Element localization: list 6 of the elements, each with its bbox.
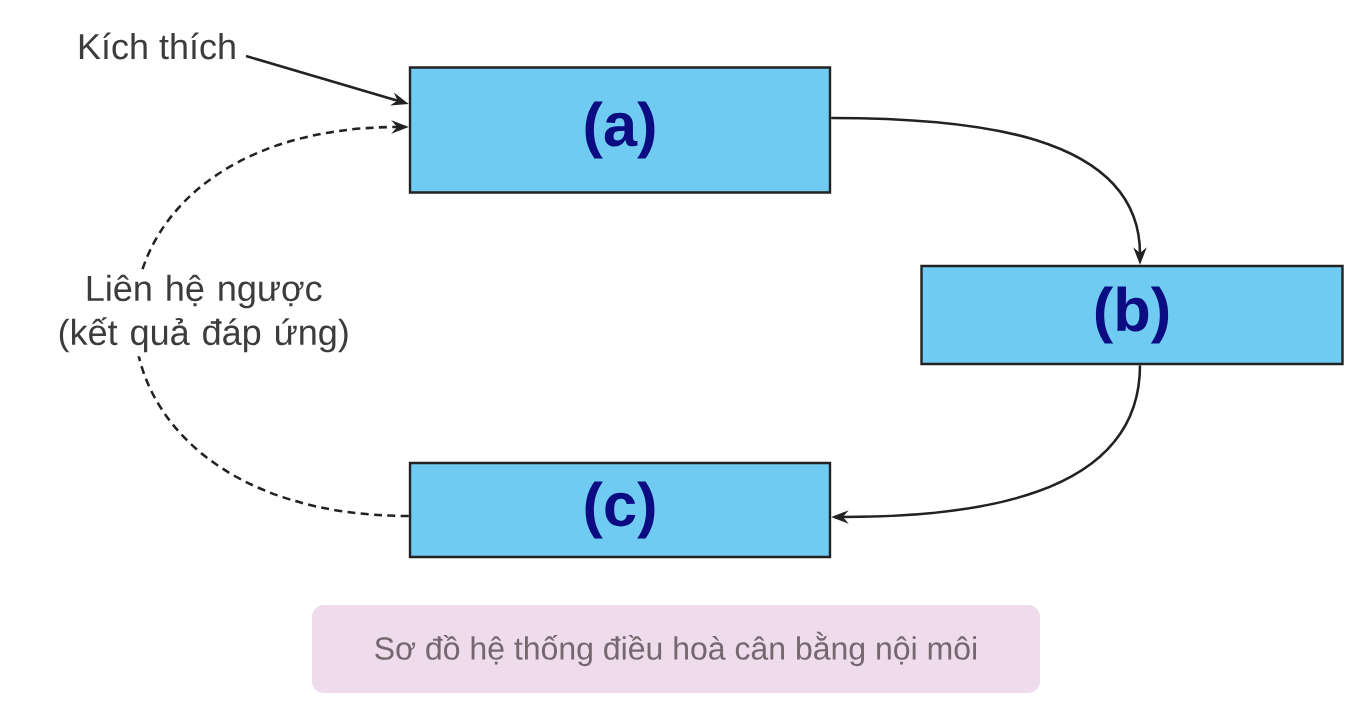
edge-label: Liên hệ ngược (kết quả đáp ứng) xyxy=(51,270,356,357)
process-box: (c) xyxy=(408,461,832,559)
process-box: (b) xyxy=(920,264,1344,366)
process-box: (a) xyxy=(408,66,832,194)
caption-box: Sơ đồ hệ thống điều hoà cân bằng nội môi xyxy=(312,605,1040,693)
text-label: Kích thích xyxy=(79,32,235,60)
